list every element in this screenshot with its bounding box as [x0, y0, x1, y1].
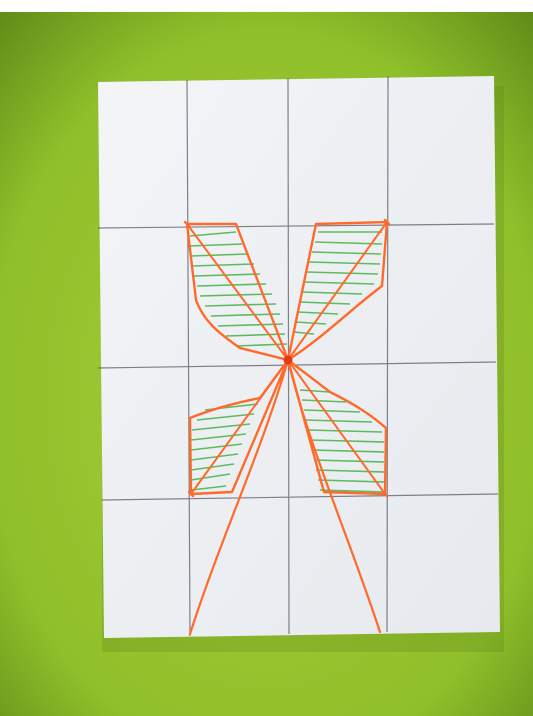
cropped-title-text [0, 0, 533, 12]
photo [0, 12, 533, 716]
center-dot [284, 356, 293, 365]
paper-sheet [98, 76, 500, 638]
